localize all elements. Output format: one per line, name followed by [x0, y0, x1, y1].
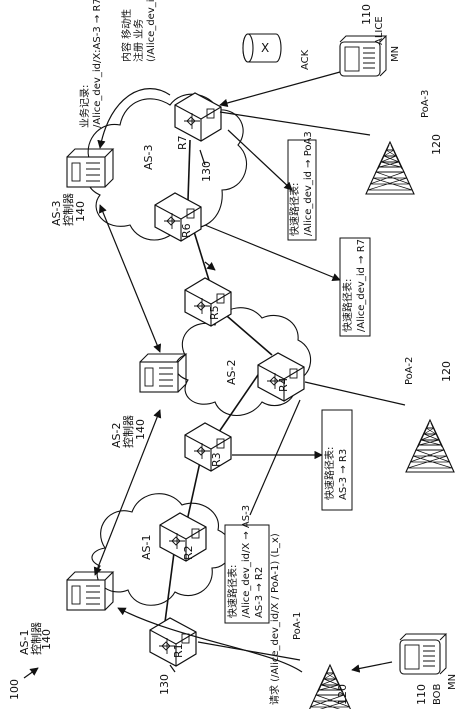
- as1-r2-table-entry2: AS-3 → R2: [254, 567, 265, 618]
- as1-controller-label: AS-1 控制器: [18, 622, 43, 655]
- router-ref-r1: 130: [158, 674, 171, 695]
- poa1-label: PoA-1: [292, 612, 303, 640]
- alice-ref: 110: [360, 4, 373, 25]
- registration-arrow: [97, 88, 171, 149]
- poa3-label: PoA-3: [420, 90, 431, 118]
- as2-r3-table-title: 快速路径表:: [323, 447, 336, 500]
- as1-r2-table-title: 快速路径表:: [226, 565, 239, 618]
- as1-controller-name: AS-1: [18, 630, 31, 655]
- poa1-ref: 120: [336, 684, 349, 705]
- svg-text:快速路径表: AS-3 → R3: 快速路径表: AS-3 → R3: [323, 443, 349, 500]
- as3-controller[interactable]: [66, 148, 115, 188]
- poa2-ref: 120: [440, 361, 453, 382]
- router-r1-label: R1: [172, 643, 185, 658]
- alice-tag: MN: [390, 46, 401, 62]
- router-r4-label: R4: [277, 377, 290, 392]
- svg-text:快速路径表: /Alice_dev_id/X →: 快速路径表: /Alice_dev_id/X → AS-3 AS-3 → R2: [226, 502, 265, 618]
- router-r7-label: R7: [176, 135, 189, 150]
- r7-poa3-link: [219, 111, 371, 136]
- r6-r5-arrow: [204, 261, 216, 271]
- as2-controller[interactable]: [139, 353, 188, 393]
- as1-r2-table-entry1: /Alice_dev_id/X → AS-3: [241, 505, 252, 618]
- as3-r6-table-title: 快速路径表:: [341, 279, 354, 332]
- request-arrow: [117, 607, 303, 673]
- alice-name: ALICE: [374, 16, 385, 45]
- figure-number-pointer: [23, 667, 39, 679]
- router-r6-label: R6: [180, 223, 193, 238]
- as1-as2-link: [93, 409, 162, 576]
- content-store-label: X: [261, 41, 269, 55]
- as3-controller-ref: 140: [74, 201, 87, 222]
- as2-as3-link: [98, 204, 162, 353]
- as3-r6-table-entry: /Alice_dev_id → R7: [356, 239, 367, 332]
- router-r3-label: R3: [210, 452, 223, 467]
- as3-r7-fastpath-table: 快速路径表: /Alice_dev_id → PoA3: [287, 131, 317, 241]
- service-record-title: 业务记录:: [78, 85, 91, 128]
- as3-r6-fastpath-table: 快速路径表: /Alice_dev_id → R7: [339, 237, 371, 337]
- router-r5-label: R5: [208, 305, 221, 320]
- as1-controller-role: 控制器: [29, 622, 43, 655]
- as3-controller-role: 控制器: [61, 193, 75, 226]
- as2-request-pointer: [249, 399, 301, 516]
- service-record: 业务记录: /Alice_dev_id/X:AS-3 → R7: [78, 0, 103, 128]
- r1-ref-leader: [169, 664, 176, 673]
- poa2-tower: [405, 419, 455, 473]
- figure-number: 100: [8, 679, 21, 700]
- service-record-entry: /Alice_dev_id/X:AS-3 → R7: [92, 0, 103, 128]
- router-r2-label: R2: [182, 545, 195, 560]
- as2-controller-ref: 140: [134, 419, 147, 440]
- r7-ref-leader: [199, 149, 206, 166]
- as2-r3-table-entry: AS-3 → R3: [338, 449, 349, 500]
- as2-controller-role: 控制器: [121, 415, 135, 448]
- poa3-tower: [365, 141, 415, 195]
- as2-domain-label: AS-2: [225, 360, 238, 385]
- ack-arrow: [219, 71, 341, 108]
- as2-controller-label: AS-2 控制器: [110, 415, 135, 448]
- r4-poa2-link: [304, 381, 406, 406]
- content-registration: 内容 移动性 注册 业务 (/Alice_dev_id/X): [120, 0, 157, 62]
- poa2-label: PoA-2: [404, 357, 415, 385]
- as1-r2-fastpath-table: 快速路径表: /Alice_dev_id/X → AS-3 AS-3 → R2: [224, 502, 270, 624]
- r6-table-pointer: [204, 224, 341, 282]
- as3-r7-table-entry: /Alice_dev_id → PoA3: [303, 131, 314, 236]
- as3-domain-label: AS-3: [142, 145, 155, 170]
- router-r3[interactable]: [184, 422, 232, 472]
- as3-r7-table-title: 快速路径表:: [288, 183, 301, 236]
- router-ref-r7: 130: [200, 161, 213, 182]
- svg-text:快速路径表: /Alice_dev_id → P: 快速路径表: /Alice_dev_id → PoA3: [288, 131, 314, 236]
- bob-name: BOB: [432, 683, 443, 705]
- content-registration-line2: 注册 业务: [132, 19, 145, 62]
- as3-controller-label: AS-3 控制器: [50, 193, 75, 226]
- content-store[interactable]: [242, 33, 282, 63]
- request-label: 请求 (/Alice_dev_id/X / PoA-1) (L_x): [268, 533, 281, 705]
- poa3-ref: 120: [430, 134, 443, 155]
- r7-table-pointer: [227, 129, 293, 191]
- bob-tag: MN: [447, 674, 458, 690]
- alice-device[interactable]: [339, 35, 388, 77]
- bob-device[interactable]: [399, 633, 448, 675]
- as2-r3-fastpath-table: 快速路径表: AS-3 → R3: [321, 409, 353, 511]
- as1-domain-label: AS-1: [140, 535, 153, 560]
- bob-poa1-link: [351, 661, 393, 673]
- as1-controller-ref: 140: [40, 629, 53, 650]
- svg-text:快速路径表: /Alice_dev_id → R: 快速路径表: /Alice_dev_id → R7: [341, 239, 367, 332]
- content-registration-line3: (/Alice_dev_id/X): [146, 0, 157, 62]
- bob-ref: 110: [415, 684, 428, 705]
- content-registration-line1: 内容 移动性: [120, 9, 133, 62]
- as3-controller-name: AS-3: [50, 201, 63, 226]
- ack-label: ACK: [300, 49, 311, 70]
